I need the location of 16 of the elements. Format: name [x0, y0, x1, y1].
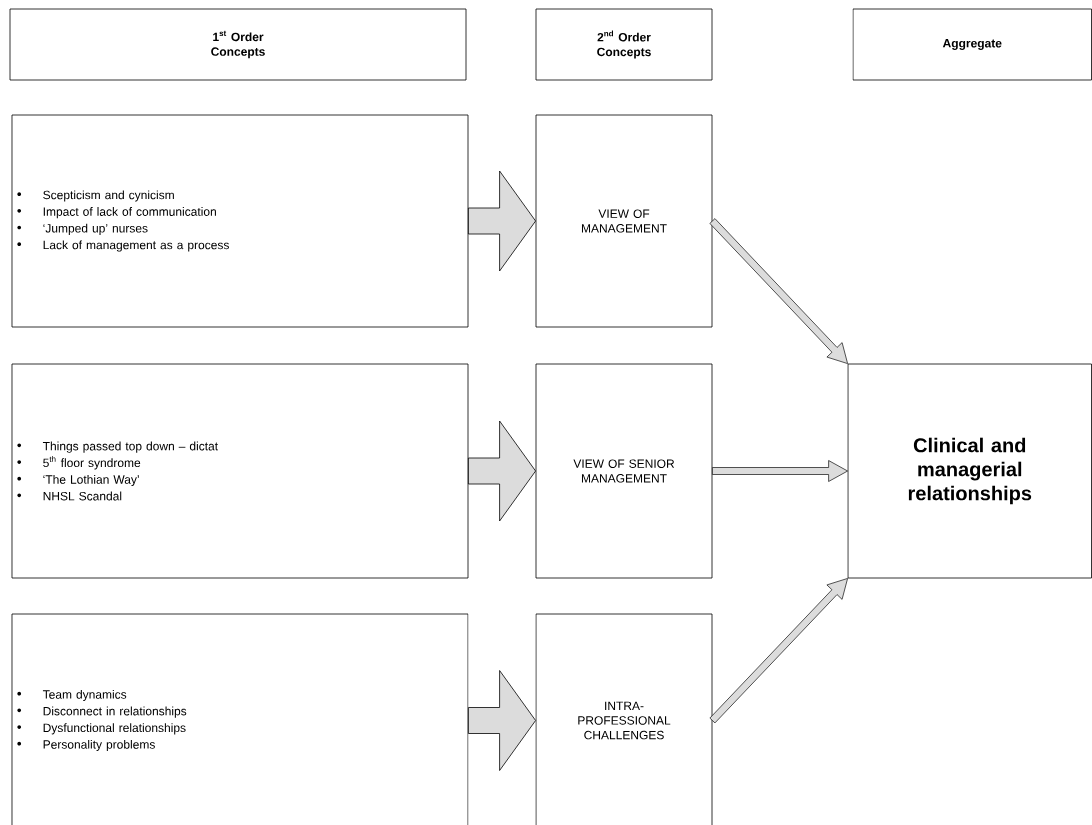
block-arrow: [468, 670, 536, 771]
arrow: [709, 578, 848, 724]
header-box: Aggregate: [852, 8, 1092, 81]
concept-list-box: Scepticism and cynicism Impact of lack of communication ‘Jumped up’ nurses Lack of management as a process: [11, 114, 469, 328]
theme-box: VIEW OF MANAGEMENT: [535, 114, 713, 328]
block-arrow: [468, 170, 536, 272]
theme-box: INTRA-PROFESSIONAL CHALLENGES: [535, 613, 713, 825]
block-arrow: [468, 420, 536, 522]
concept-list-box: Things passed top down – dictat 5$^{th}$ floor syndrome ‘The Lothian Way’ NHSL Scandal: [11, 363, 469, 579]
theme-box: VIEW OF SENIOR MANAGEMENT: [535, 363, 713, 579]
arrow: [712, 460, 848, 482]
arrow: [709, 218, 848, 364]
concept-list-box: Team dynamics Disconnect in relationships Dysfunctional relationships Personality problems: [11, 613, 469, 825]
aggregate-box: Clinical and managerial relationships: [847, 363, 1092, 579]
header-box: 1$^{st}$ Order Concepts: [9, 8, 467, 81]
header-box: 2$^{nd}$ Order Concepts: [535, 8, 713, 81]
